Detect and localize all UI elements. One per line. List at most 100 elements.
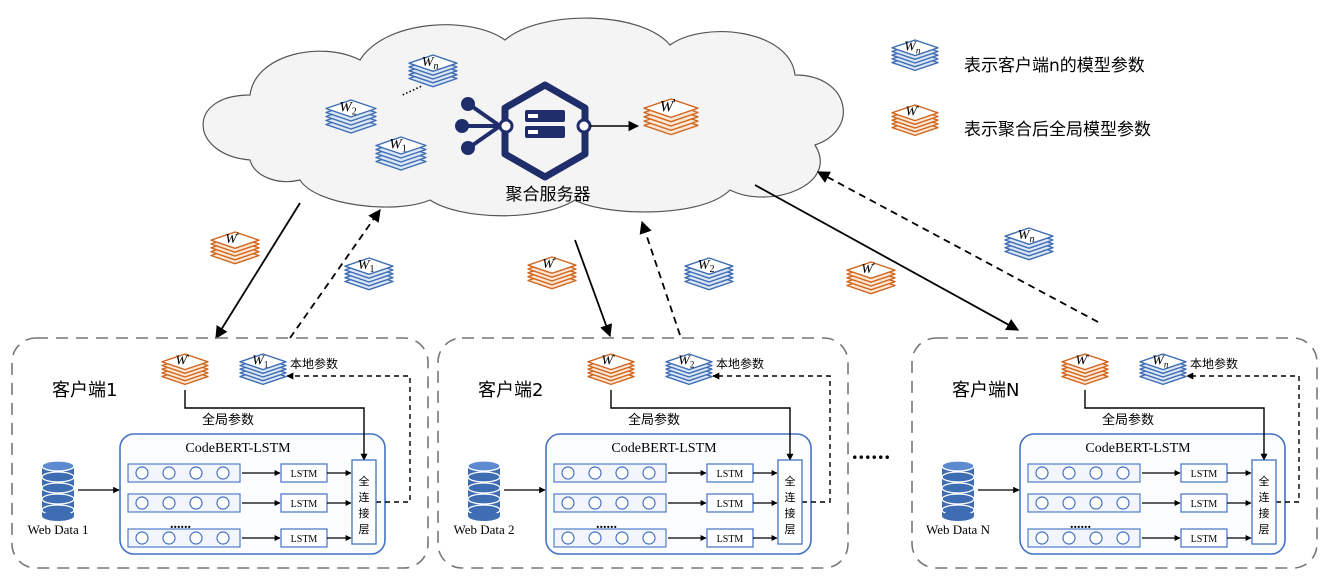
param-symbol-text: W' bbox=[660, 97, 676, 115]
token-circle bbox=[1062, 466, 1076, 480]
cloud-param-wn: Wn bbox=[408, 54, 458, 88]
database-icon bbox=[467, 460, 501, 521]
token-row: LSTM bbox=[127, 528, 352, 548]
legend-orange-icon: W' bbox=[891, 102, 939, 137]
token-circle bbox=[615, 531, 629, 545]
model-name: CodeBERT-LSTM bbox=[611, 441, 717, 456]
param-symbol-text: W' bbox=[1075, 351, 1089, 369]
transfer-wn: Wn bbox=[1004, 227, 1054, 261]
token-row: LSTM bbox=[127, 463, 352, 483]
legend-global-params-text: 表示聚合后全局模型参数 bbox=[964, 120, 1151, 140]
token-circle bbox=[588, 531, 602, 545]
token-circle bbox=[588, 496, 602, 510]
cloud-param-wprime: W' bbox=[643, 97, 699, 136]
token-circle bbox=[216, 466, 230, 480]
legend-client-params-text: 表示客户端n的模型参数 bbox=[964, 56, 1145, 76]
lstm-label: LSTM bbox=[291, 469, 318, 480]
token-circle bbox=[1089, 496, 1103, 510]
up-arrow-client1 bbox=[289, 208, 381, 339]
global-params-label: 全局参数 bbox=[1102, 412, 1154, 428]
token-circle bbox=[1089, 531, 1103, 545]
transfer-w2: W2 bbox=[684, 257, 734, 291]
transfer-wprime-1: W' bbox=[210, 229, 260, 265]
web-data-label: Web Data 2 bbox=[453, 522, 514, 537]
client-border bbox=[911, 337, 1318, 569]
down-arrow-client2 bbox=[574, 239, 613, 338]
token-circle bbox=[189, 466, 203, 480]
token-circle bbox=[162, 466, 176, 480]
legend-blue-icon: Wn bbox=[891, 39, 939, 72]
global-param-line bbox=[184, 390, 368, 461]
token-circle bbox=[135, 531, 149, 545]
up-arrow-clientN bbox=[816, 171, 1099, 323]
token-row: LSTM bbox=[553, 493, 778, 513]
token-row: LSTM bbox=[1027, 528, 1252, 548]
fc-layer-char: 连 bbox=[785, 491, 796, 504]
fc-layer-box bbox=[777, 459, 803, 545]
client-title: 客户端2 bbox=[478, 380, 543, 401]
fc-layer-char: 连 bbox=[1259, 491, 1270, 504]
global-param-line bbox=[610, 390, 794, 461]
client-global-param: W' bbox=[587, 351, 635, 386]
param-symbol-text: W' bbox=[225, 229, 239, 247]
row-ellipsis: ...... bbox=[596, 517, 617, 532]
token-circle bbox=[1035, 496, 1049, 510]
client-title: 客户端N bbox=[952, 380, 1019, 401]
token-circle bbox=[561, 531, 575, 545]
client-global-param: W' bbox=[161, 351, 209, 386]
cloud-param-w1: W1 bbox=[375, 136, 427, 171]
token-circle bbox=[216, 496, 230, 510]
local-param-feedback-line bbox=[712, 372, 831, 503]
client-local-param: Wn bbox=[1139, 353, 1187, 386]
transfer-wprime-2: W' bbox=[527, 254, 577, 290]
transfer-w1: W1 bbox=[344, 257, 394, 291]
param-symbol-text: W' bbox=[905, 102, 919, 120]
fc-layer-char: 接 bbox=[359, 507, 370, 520]
token-circle bbox=[189, 496, 203, 510]
cloud-param-w2: W2 bbox=[325, 99, 377, 134]
lstm-label: LSTM bbox=[717, 499, 744, 510]
local-params-label: 本地参数 bbox=[716, 356, 764, 371]
lstm-label: LSTM bbox=[717, 469, 744, 480]
token-row: LSTM bbox=[1027, 463, 1252, 483]
client-border bbox=[11, 337, 429, 569]
token-row: LSTM bbox=[1027, 493, 1252, 513]
web-data-label: Web Data N bbox=[926, 522, 991, 537]
token-circle bbox=[561, 496, 575, 510]
token-circle bbox=[642, 531, 656, 545]
local-params-label: 本地参数 bbox=[290, 356, 338, 371]
fc-layer-char: 层 bbox=[359, 523, 370, 536]
token-circle bbox=[561, 466, 575, 480]
down-arrow-clientN bbox=[754, 184, 1020, 331]
model-name: CodeBERT-LSTM bbox=[185, 441, 291, 456]
token-circle bbox=[162, 496, 176, 510]
lstm-label: LSTM bbox=[1191, 499, 1218, 510]
model-name: CodeBERT-LSTM bbox=[1085, 441, 1191, 456]
token-circle bbox=[1116, 466, 1130, 480]
client-global-param: W' bbox=[1061, 351, 1109, 386]
local-params-label: 本地参数 bbox=[1190, 356, 1238, 371]
down-arrow-client1 bbox=[215, 202, 301, 340]
param-symbol-text: W' bbox=[175, 351, 189, 369]
cloud-server-area bbox=[202, 17, 844, 217]
fc-layer-char: 接 bbox=[1259, 507, 1270, 520]
transfer-wprime-n: W' bbox=[846, 259, 896, 295]
token-circle bbox=[135, 466, 149, 480]
token-row: LSTM bbox=[553, 528, 778, 548]
token-circle bbox=[642, 496, 656, 510]
fc-layer-char: 层 bbox=[1259, 523, 1270, 536]
lstm-label: LSTM bbox=[1191, 534, 1218, 545]
token-row: LSTM bbox=[553, 463, 778, 483]
aggregation-server-icon bbox=[455, 81, 592, 181]
token-circle bbox=[1035, 531, 1049, 545]
up-arrow-client2 bbox=[639, 220, 681, 336]
token-circle bbox=[1116, 496, 1130, 510]
token-circle bbox=[216, 531, 230, 545]
row-ellipsis: ...... bbox=[1070, 517, 1091, 532]
lstm-label: LSTM bbox=[1191, 469, 1218, 480]
client-local-param: W1 bbox=[239, 353, 287, 386]
token-circle bbox=[189, 531, 203, 545]
client-local-param: W2 bbox=[665, 353, 713, 386]
